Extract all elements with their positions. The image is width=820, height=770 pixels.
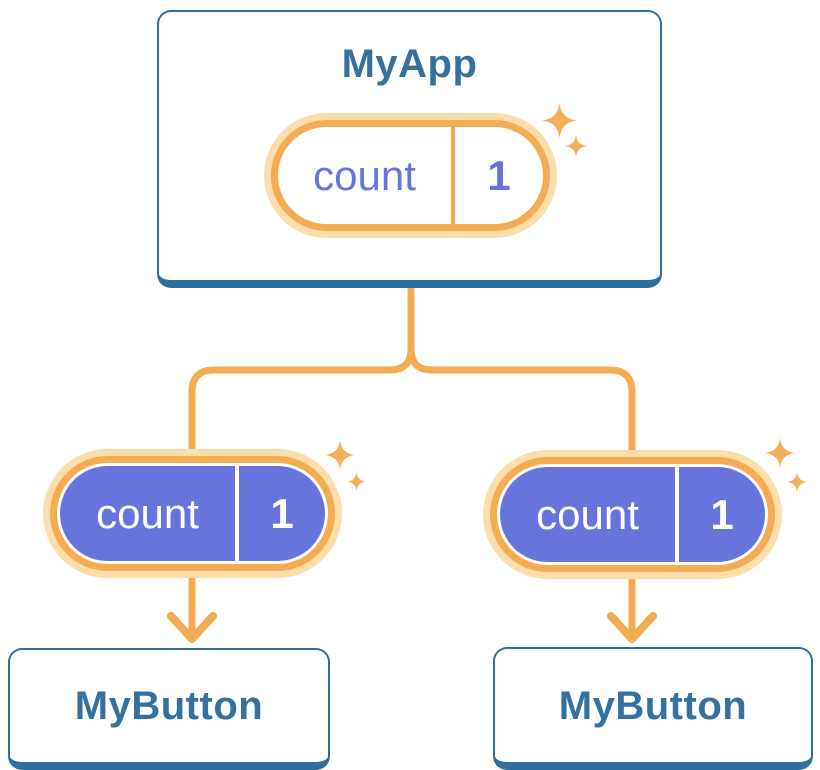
prop-pill-ring: count 1 <box>50 456 335 571</box>
button-card-title: MyButton <box>558 683 748 728</box>
sparkle-icon <box>765 438 795 468</box>
prop-pill-label: count <box>500 467 675 562</box>
sparkle-icon <box>542 103 577 138</box>
prop-pill-label: count <box>60 466 235 561</box>
prop-pill-body: count 1 <box>497 464 768 565</box>
prop-pill-value: 1 <box>239 466 325 561</box>
left-button-card: MyButton <box>8 648 330 770</box>
sparkle-icon <box>787 472 807 492</box>
state-pill-ring: count 1 <box>271 120 550 231</box>
sparkle-icon <box>565 135 587 157</box>
app-card-title: MyApp <box>341 42 478 86</box>
state-pill-label: count <box>313 151 416 199</box>
prop-pill-ring: count 1 <box>490 457 775 572</box>
pill-divider <box>451 127 455 224</box>
state-pill-body: count 1 <box>278 127 543 224</box>
connector-left-branch-line <box>188 345 415 638</box>
root-state-pill: count 1 <box>264 113 557 238</box>
sparkle-icon <box>325 440 355 470</box>
arrow-down-icon <box>167 612 217 643</box>
right-prop-pill: count 1 <box>483 450 782 579</box>
state-pill-value: 1 <box>487 151 511 199</box>
arrow-down-icon <box>607 612 657 643</box>
prop-pill-value: 1 <box>679 467 765 562</box>
right-button-card: MyButton <box>493 647 813 770</box>
button-card-title: MyButton <box>74 684 264 728</box>
left-prop-pill: count 1 <box>43 449 342 578</box>
connector-right-branch-line <box>407 345 636 638</box>
prop-pill-body: count 1 <box>57 463 328 564</box>
sparkle-icon <box>347 472 366 491</box>
